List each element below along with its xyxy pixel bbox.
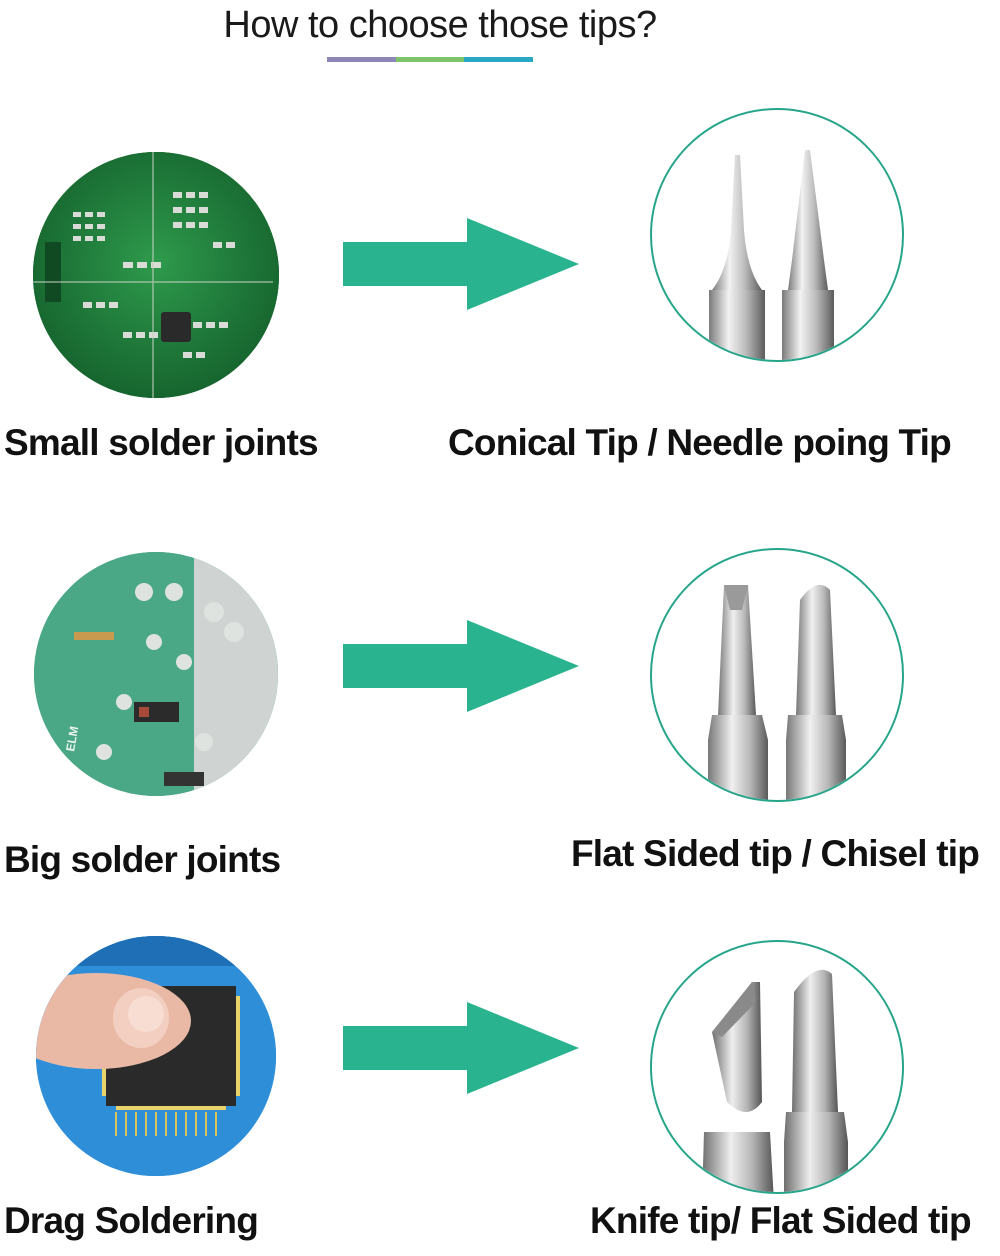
knife-flat-tip-image [650,940,904,1194]
pcb-small-joints-image [33,152,279,398]
underline-segment-purple [327,57,396,62]
arrow-right-icon [343,1002,579,1094]
pcb-big-illustration: ELM [34,552,278,796]
right-label-flat-chisel: Flat Sided tip / Chisel tip [571,833,980,874]
conical-tip-image [650,108,904,362]
left-label-big-joints: Big solder joints [4,839,281,880]
title-underline [327,57,534,62]
flat-chisel-tips-illustration [708,584,846,800]
left-label-drag-soldering: Drag Soldering [4,1200,259,1241]
flat-chisel-tip-image [650,548,904,802]
pcb-big-joints-image: ELM [34,552,278,796]
underline-segment-blue [464,57,534,62]
right-label-conical-tip: Conical Tip / Needle poing Tip [448,422,952,463]
arrow-right-icon [343,620,579,712]
underline-segment-green [395,57,465,62]
pcb-small-illustration [33,152,279,398]
drag-soldering-image [36,936,276,1176]
conical-needle-tips-illustration [709,150,834,360]
pcb-silkscreen-text: ELM [63,725,81,752]
page-title: How to choose those tips? [223,4,657,46]
right-label-knife-flat: Knife tip/ Flat Sided tip [590,1200,972,1241]
knife-flat-tips-illustration [702,969,848,1192]
arrow-right-icon [343,218,579,310]
finger-chip-illustration [36,936,276,1176]
left-label-small-joints: Small solder joints [4,422,319,463]
